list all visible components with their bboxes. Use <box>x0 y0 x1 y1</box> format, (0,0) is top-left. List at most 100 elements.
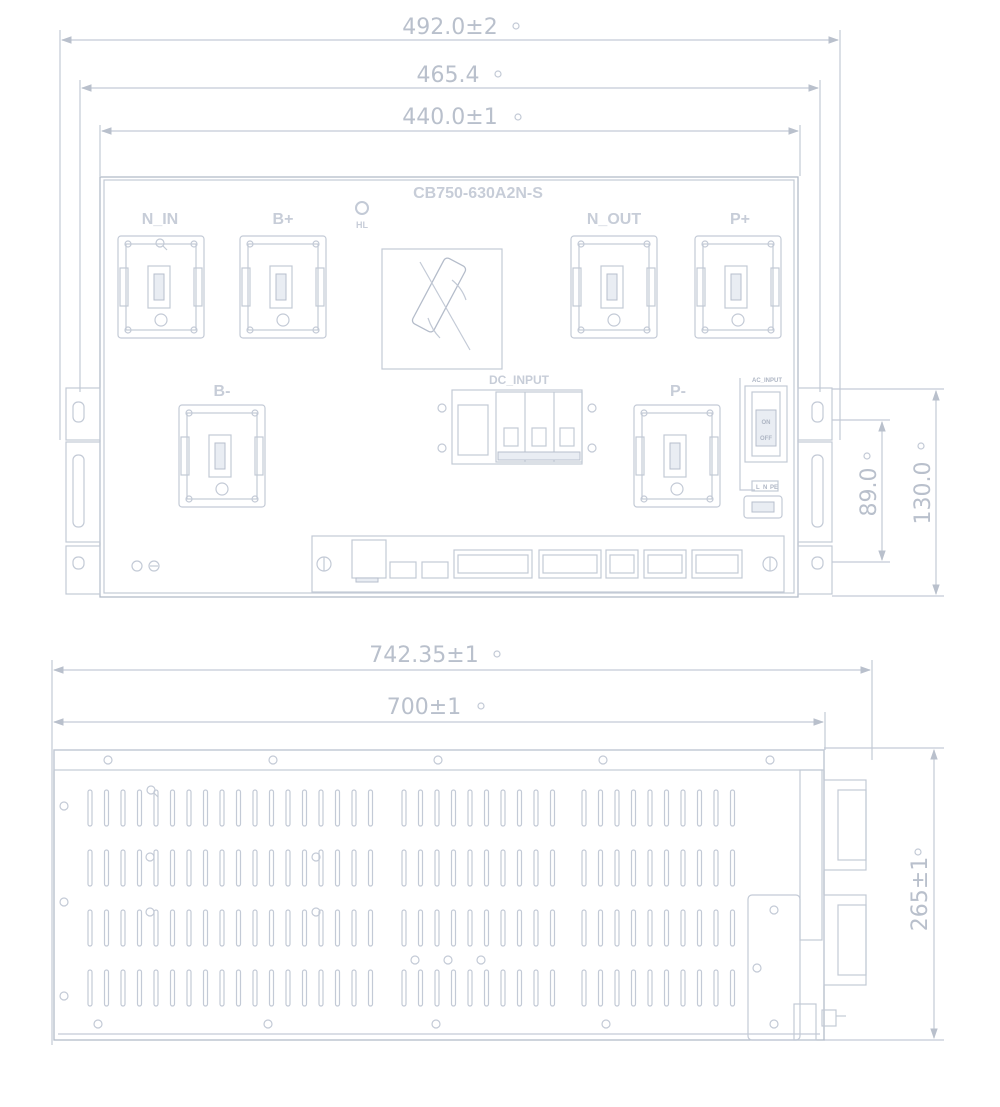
vent-slot <box>401 849 407 887</box>
vent-slot <box>680 909 686 947</box>
vent-slot <box>153 789 159 827</box>
vent-slot <box>467 969 473 1007</box>
vent-slot <box>186 909 192 947</box>
vent-slot <box>729 849 736 887</box>
screw-icon <box>431 1019 441 1029</box>
vent-slot <box>549 789 556 827</box>
vent-slot <box>533 789 539 827</box>
dim-right-short: 89.0 <box>857 468 882 517</box>
vent-slot <box>696 849 703 887</box>
vent-slot <box>729 909 736 947</box>
vent-slot <box>434 849 440 887</box>
vent-slot <box>318 849 324 887</box>
vent-slot <box>120 849 126 887</box>
vent-slot <box>334 909 341 947</box>
screw-icon <box>59 801 69 811</box>
switch-off-label: OFF <box>760 436 772 442</box>
vent-slot <box>153 849 159 887</box>
terminal-label-n-out: N_OUT <box>587 211 641 228</box>
vent-slot <box>351 909 357 947</box>
terminal-label-dc-input: DC_INPUT <box>489 373 550 387</box>
ac-input-switch: ON OFF L N PE <box>739 378 788 519</box>
vent-slot <box>597 969 604 1007</box>
vent-slot <box>219 789 225 827</box>
vent-slot <box>285 909 291 947</box>
vent-slot <box>367 909 374 947</box>
dim-top-overall: 492.0±2 <box>402 15 497 40</box>
screw-icon <box>765 755 775 765</box>
vent-slot <box>252 969 258 1007</box>
vent-slot <box>663 969 670 1007</box>
vent-slot <box>169 849 176 887</box>
vent-slot <box>202 789 209 827</box>
vent-slot <box>500 849 506 887</box>
indicator-light-icon <box>355 201 369 215</box>
main-rotary-switch <box>381 248 503 370</box>
breaker-n-in <box>117 235 205 339</box>
vent-slot <box>87 909 93 947</box>
vent-slot <box>169 969 176 1007</box>
dim-side-overall: 742.35±1 <box>369 643 478 668</box>
screw-icon <box>601 1019 611 1029</box>
vent-slot <box>318 909 324 947</box>
control-panel <box>311 535 785 593</box>
ground-icon <box>148 560 160 572</box>
vent-slot <box>713 789 719 827</box>
indicator-label: HL <box>356 220 368 230</box>
vent-slot <box>483 969 490 1007</box>
vent-slot <box>301 849 308 887</box>
ground-screw-icon <box>131 560 143 572</box>
vent-slot <box>120 969 126 1007</box>
vent-slot <box>581 969 587 1007</box>
vent-slot <box>367 969 374 1007</box>
vent-slot <box>120 909 126 947</box>
terminal-label-p-minus: P- <box>670 383 686 400</box>
vent-slot <box>516 909 523 947</box>
breaker-p-minus <box>633 404 721 508</box>
vent-slot <box>434 969 440 1007</box>
vent-slot <box>301 969 308 1007</box>
screw-icon <box>268 755 278 765</box>
vent-slot <box>235 789 242 827</box>
vent-slot <box>614 849 620 887</box>
vent-slot <box>87 969 93 1007</box>
vent-slot <box>268 849 275 887</box>
vent-slot <box>301 789 308 827</box>
vent-slot <box>434 909 440 947</box>
vent-slot <box>186 849 192 887</box>
vent-slot <box>533 909 539 947</box>
terminal-label-n-in: N_IN <box>142 211 178 228</box>
vent-slot <box>103 849 110 887</box>
dim-top-inner: 440.0±1 <box>402 105 497 130</box>
vent-slot <box>450 789 457 827</box>
screw-icon <box>311 852 321 862</box>
vent-slot <box>630 849 637 887</box>
vent-slot <box>647 849 653 887</box>
vent-slot <box>169 909 176 947</box>
vent-slot <box>268 789 275 827</box>
vent-slot <box>680 849 686 887</box>
vent-slot <box>483 909 490 947</box>
vent-slot <box>318 789 324 827</box>
vent-slot <box>136 849 143 887</box>
vent-slot <box>647 789 653 827</box>
vent-slot <box>467 909 473 947</box>
vent-slot <box>268 969 275 1007</box>
vent-slot <box>202 969 209 1007</box>
vent-slot <box>500 789 506 827</box>
vent-slot <box>713 909 719 947</box>
vent-slot <box>252 909 258 947</box>
vent-slot <box>500 969 506 1007</box>
vent-slot <box>136 789 143 827</box>
breaker-p-plus <box>694 235 782 339</box>
plug-label-n: N <box>763 485 767 491</box>
vent-slot <box>533 849 539 887</box>
vent-slot <box>252 849 258 887</box>
vent-slot <box>533 969 539 1007</box>
vent-slot <box>351 849 357 887</box>
vent-slot <box>516 969 523 1007</box>
model-label: CB750-630A2N-S <box>413 185 543 202</box>
vent-slot <box>202 909 209 947</box>
screw-icon <box>59 897 69 907</box>
